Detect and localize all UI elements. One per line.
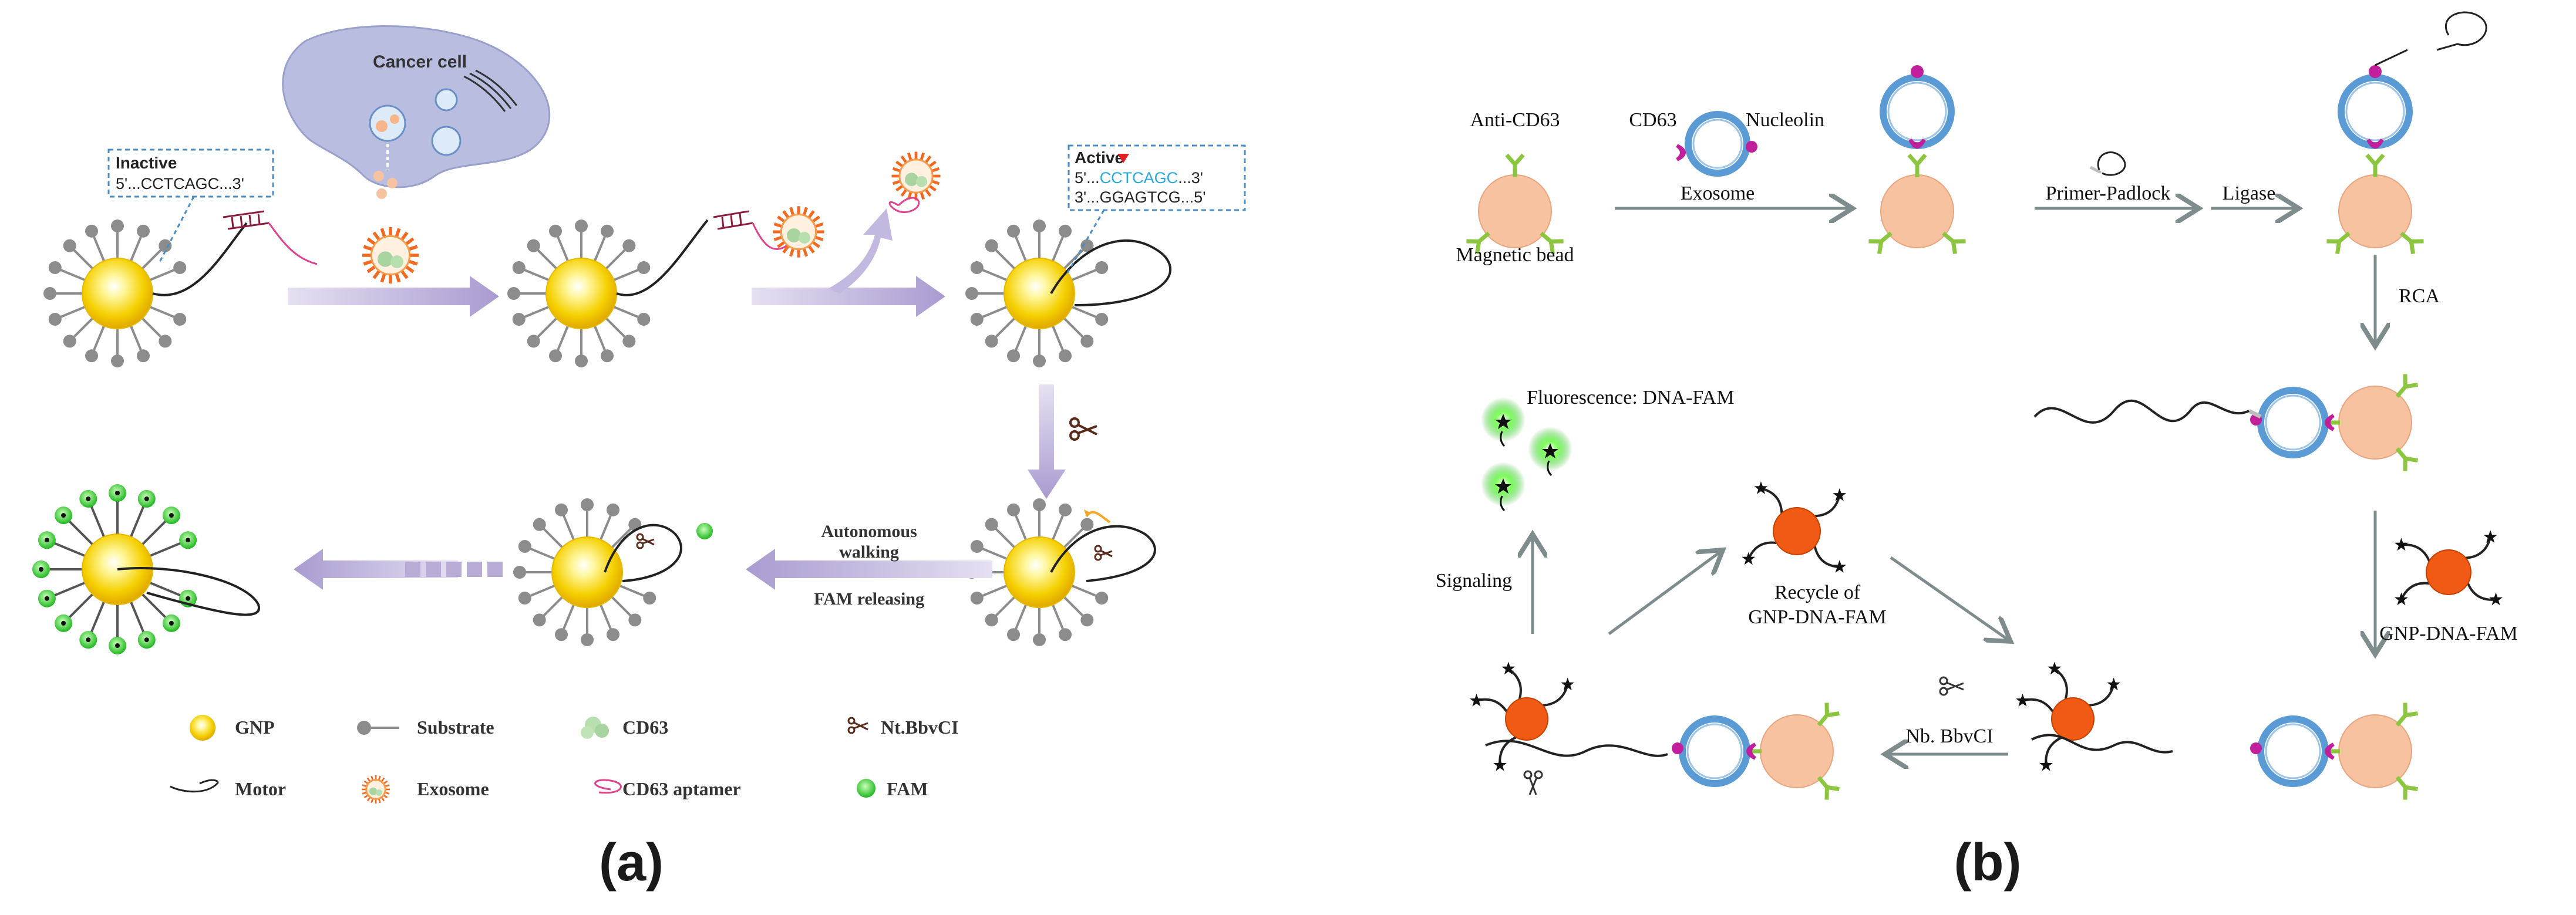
fluorescence-glow [1481,397,1572,512]
svg-text:Substrate: Substrate [417,717,494,738]
nb-bbvci-label: Nb. BbvCI [1905,725,1993,747]
legend-motor: Motor [170,778,286,799]
svg-text:Exosome: Exosome [417,778,489,799]
inactive-callout: Inactive 5'...CCTCAGC...3' [107,148,274,265]
panel-b: Anti-CD63 Magnetic bead CD63 Nucleolin E… [1436,11,2518,892]
gnp-particle-3 [965,220,1109,367]
recycle-label-2: GNP-DNA-FAM [1748,606,1887,628]
scissors-icon [1523,770,1543,795]
legend-fam: FAM [857,778,928,799]
active-sequence-1: 5'...CCTCAGC...3' [1075,169,1203,187]
scissors-icon [1939,676,1964,696]
active-sequence-2: 3'...GGAGTCG...5' [1075,188,1205,206]
anti-cd63-label: Anti-CD63 [1470,109,1560,131]
svg-text:GNP: GNP [235,717,275,738]
legend-ntbbvci: Nt.BbvCI [847,717,958,738]
svg-text:CD63 aptamer: CD63 aptamer [622,778,741,799]
magnetic-bead [1466,153,1564,254]
svg-text:Motor: Motor [235,778,286,799]
panel-a-caption: (a) [599,833,664,892]
legend-aptamer: CD63 aptamer [594,778,741,799]
exosome-icon [891,151,941,201]
bead-exosome-complex [1868,65,1966,254]
exosome-icon [362,227,419,284]
primer-padlock-label: Primer-Padlock [2046,183,2171,204]
arrow-recycle-down [1890,556,2008,640]
walking-label-1: Autonomous [821,522,917,541]
scissors-icon [1094,545,1113,561]
inactive-sequence: 5'...CCTCAGC...3' [116,175,244,193]
signaling-label: Signaling [1436,570,1512,592]
gnp-dna-fam-probe [2395,530,2503,606]
ligase-label: Ligase [2223,183,2276,204]
panel-a: Cancer cell Inactive 5'...CCTCAGC...3' [32,25,1246,892]
cancer-cell-label: Cancer cell [373,52,467,72]
arrow-left-walking [746,549,992,590]
inactive-title: Inactive [116,154,177,172]
padlock-probe [2436,11,2487,51]
cancer-cell: Cancer cell [282,25,551,199]
legend-cd63: CD63 [581,717,668,739]
motor-strand [1050,525,1156,582]
fluorescence-label: Fluorescence: DNA-FAM [1527,387,1734,408]
svg-text:FAM: FAM [887,778,928,799]
recycle-label-1: Recycle of [1774,582,1861,603]
cd63-label: CD63 [1629,109,1676,131]
motor-strand [604,524,682,582]
gnp-particle-1 [43,220,187,367]
hybridized-complex [2250,703,2418,800]
arrow-recycle-up [1608,552,1720,636]
padlock-icon [2089,151,2126,176]
rca-product-complex [2248,374,2418,471]
fam-icon [696,523,713,539]
exosome-label: Exosome [1681,183,1755,204]
arrow-branch [752,208,945,317]
exosome-b [1676,111,1757,177]
dashed-continuation [405,562,503,577]
gnp-dna-fam-label: GNP-DNA-FAM [2379,623,2518,644]
rca-label: RCA [2399,285,2440,307]
gnp-cleaved [1470,661,1575,771]
legend-exosome: Exosome [361,775,489,804]
legend-substrate: Substrate [357,717,494,738]
motor-strand [616,219,709,296]
rca-product-strand [2033,399,2250,424]
motor-strand [1050,239,1171,306]
svg-text:CD63: CD63 [622,717,668,738]
bead-exosome-padlock-complex [2326,49,2424,254]
fam-releasing-label: FAM releasing [814,589,924,609]
arrow-left-final [294,549,458,590]
arrow-down [1028,384,1066,499]
motor-strand [152,222,248,296]
scissors-icon [1069,417,1097,441]
panel-b-caption: (b) [1954,833,2022,892]
aptamer-duplex [223,210,318,265]
exosome-icon [773,206,824,258]
recycled-gnp [1742,481,1847,573]
active-callout: Active 5'...CCTCAGC...3' 3'...GGAGTCG...… [1065,144,1246,276]
cleaved-complex [1672,703,1840,800]
walking-label-2: walking [839,542,899,562]
motor-strand [117,567,261,616]
gnp-particle-5 [513,498,656,646]
legend-a: GNP Substrate CD63 Nt.BbvCI [170,715,958,804]
gnp-particle-4 [965,498,1109,646]
gnp-hybridized [2016,661,2121,771]
arrow-right-1 [288,276,499,317]
nucleolin-label: Nucleolin [1746,109,1824,131]
aptamer-icon [888,197,920,214]
legend-gnp: GNP [190,715,275,741]
svg-text:Nt.BbvCI: Nt.BbvCI [881,717,958,738]
magnetic-bead-label: Magnetic bead [1456,244,1574,266]
gnp-particle-6 [32,484,197,654]
active-title: Active [1075,148,1124,167]
scissors-icon [636,533,655,549]
gnp-particle-2 [507,220,651,367]
